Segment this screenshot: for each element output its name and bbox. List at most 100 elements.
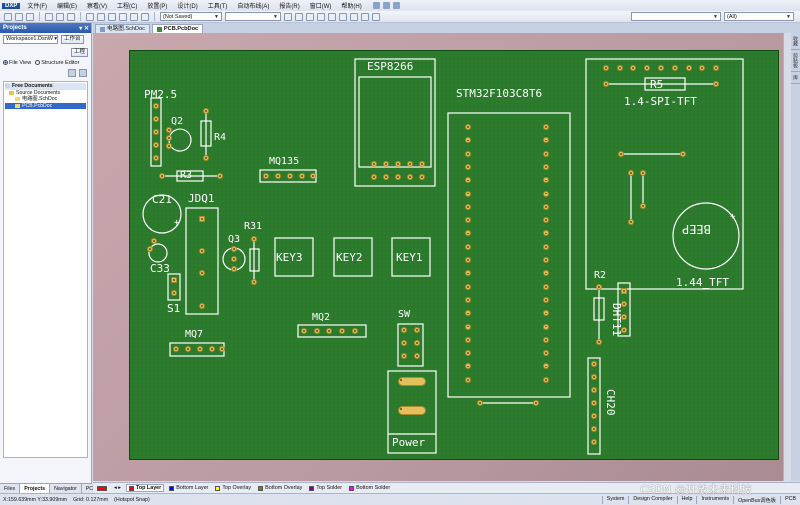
chevron-down-icon: ▼: [273, 13, 278, 20]
openbus-button[interactable]: OpenBus调色板: [733, 495, 780, 504]
layer-tab-bottom-solder[interactable]: Bottom Solder: [347, 485, 392, 491]
side-tab-favorites[interactable]: 收藏: [791, 33, 800, 50]
copy-icon[interactable]: [97, 12, 105, 21]
tft-pad: [618, 151, 624, 157]
layer-tab-top-overlay[interactable]: Top Overlay: [213, 485, 253, 491]
zoom-in-icon[interactable]: [45, 12, 53, 21]
tab-files[interactable]: Files: [0, 484, 21, 493]
pcb-file-icon: [156, 26, 162, 32]
tree-root[interactable]: Free Documents: [5, 83, 86, 90]
menu-file[interactable]: 文件(F): [27, 4, 48, 10]
label-mq2: MQ2: [312, 312, 331, 323]
refresh-icon[interactable]: [68, 69, 76, 77]
polygon-icon[interactable]: [339, 12, 347, 21]
dimension-icon[interactable]: [372, 12, 380, 21]
tab-schdoc[interactable]: 电路图.SchDoc: [95, 24, 150, 33]
folder-icon[interactable]: [79, 69, 87, 77]
instruments-button[interactable]: Instruments: [696, 495, 733, 504]
pcb-board[interactable]: PM2.5 Q2 R4 R3 MQ135 ESP8266 STM32F103C8…: [129, 50, 779, 460]
tree-folder[interactable]: Source Documents: [5, 90, 86, 97]
dxp-menu[interactable]: DXP: [2, 2, 21, 9]
move-icon[interactable]: [130, 12, 138, 21]
structure-editor-radio[interactable]: Structure Editor: [35, 60, 79, 66]
panel-controls-icon[interactable]: ▾ ✕: [79, 25, 89, 32]
label-s1: S1: [167, 302, 181, 315]
tree-file-pcbdoc[interactable]: PCB.PcbDoc: [5, 102, 86, 109]
document-filter-select[interactable]: (Not Saved)▼: [160, 12, 222, 21]
menu-help[interactable]: 帮助(H): [341, 4, 362, 10]
label-sw: SW: [398, 309, 411, 320]
save-icon[interactable]: [15, 12, 23, 21]
layer-tab-top-solder[interactable]: Top Solder: [307, 485, 344, 491]
cut-icon[interactable]: [86, 12, 94, 21]
print-icon[interactable]: [26, 12, 34, 21]
q3-pad: [231, 246, 237, 252]
mq2-pad: [314, 328, 320, 334]
variant-select[interactable]: ▼: [225, 12, 281, 21]
watermark: CSDN @开放未来科技: [640, 483, 752, 496]
menu-reports[interactable]: 报告(R): [279, 4, 300, 10]
spi-tft-pad: [603, 65, 609, 71]
layer-set-swatch[interactable]: [95, 485, 109, 491]
route-icon[interactable]: [284, 12, 292, 21]
string-icon[interactable]: [317, 12, 325, 21]
side-tab-clipboard[interactable]: 剪贴板: [791, 50, 800, 72]
r4-outline: [200, 120, 212, 147]
tab-navigator[interactable]: Navigator: [50, 484, 82, 493]
arc-icon[interactable]: [361, 12, 369, 21]
project-row: 工程: [0, 46, 91, 59]
all-filter-select[interactable]: (All)▼: [724, 12, 794, 21]
open-icon[interactable]: [4, 12, 12, 21]
menu-window[interactable]: 窗口(W): [309, 4, 332, 10]
stm32-pad: [465, 190, 471, 197]
file-view-radio[interactable]: File View: [3, 60, 31, 66]
silkscreen-layer: [142, 58, 744, 455]
project-button[interactable]: 工程: [70, 48, 88, 57]
label-r5: R5: [650, 78, 664, 91]
grid-icon[interactable]: [392, 2, 400, 9]
net-filter-select[interactable]: ▼: [631, 12, 721, 21]
tab-pcbdoc[interactable]: PCB.PcbDoc: [151, 24, 204, 33]
system-panel-button[interactable]: System: [601, 495, 629, 504]
mq135-pad: [287, 173, 293, 179]
menu-edit[interactable]: 编辑(E): [57, 4, 78, 10]
r3-outline: [176, 170, 204, 182]
layer-tab-bottom-overlay[interactable]: Bottom Overlay: [256, 485, 304, 491]
menu-tools[interactable]: 工具(T): [207, 4, 228, 10]
side-tab-libraries[interactable]: 库: [791, 72, 800, 84]
stm32-pad: [465, 296, 471, 303]
project-tree: Free Documents Source Documents 电路图.SchD…: [3, 81, 88, 458]
zoom-fit-icon[interactable]: [67, 12, 75, 21]
paste-icon[interactable]: [108, 12, 116, 21]
deselect-icon[interactable]: [141, 12, 149, 21]
workspace-select[interactable]: Workspace1.DsnW▾: [3, 35, 58, 44]
menu-project[interactable]: 工程(C): [117, 4, 138, 10]
mq2-pad: [352, 328, 358, 334]
fill-icon[interactable]: [328, 12, 336, 21]
tree-file-schdoc[interactable]: 电路图.SchDoc: [5, 96, 86, 103]
layer-tab-top-layer[interactable]: Top Layer: [125, 484, 165, 492]
redo-icon[interactable]: [382, 2, 390, 9]
zoom-out-icon[interactable]: [56, 12, 64, 21]
component-icon[interactable]: [350, 12, 358, 21]
label-q3: Q3: [228, 234, 241, 245]
workspace-button[interactable]: 工作台: [61, 35, 84, 44]
jdq1-pad: [199, 303, 205, 309]
menu-place[interactable]: 放置(P): [147, 4, 168, 10]
r3-pad: [159, 173, 165, 179]
design-compiler-button[interactable]: Design Compiler: [628, 495, 676, 504]
menu-view[interactable]: 察看(V): [87, 4, 108, 10]
tab-projects[interactable]: Projects: [20, 484, 51, 493]
key2-outline: [333, 237, 373, 277]
layer-tab-bottom-layer[interactable]: Bottom Layer: [167, 485, 210, 491]
pcb-panel-button[interactable]: PCB: [780, 495, 800, 504]
menu-design[interactable]: 设计(D): [177, 4, 198, 10]
via-icon[interactable]: [295, 12, 303, 21]
pad-icon[interactable]: [306, 12, 314, 21]
pcb-canvas[interactable]: PM2.5 Q2 R4 R3 MQ135 ESP8266 STM32F103C8…: [93, 33, 783, 481]
layer-nav-arrows[interactable]: ◂ ▸: [114, 485, 121, 491]
help-button[interactable]: Help: [676, 495, 697, 504]
select-icon[interactable]: [119, 12, 127, 21]
menu-autoroute[interactable]: 自动布线(A): [237, 4, 270, 10]
undo-icon[interactable]: [372, 2, 380, 9]
